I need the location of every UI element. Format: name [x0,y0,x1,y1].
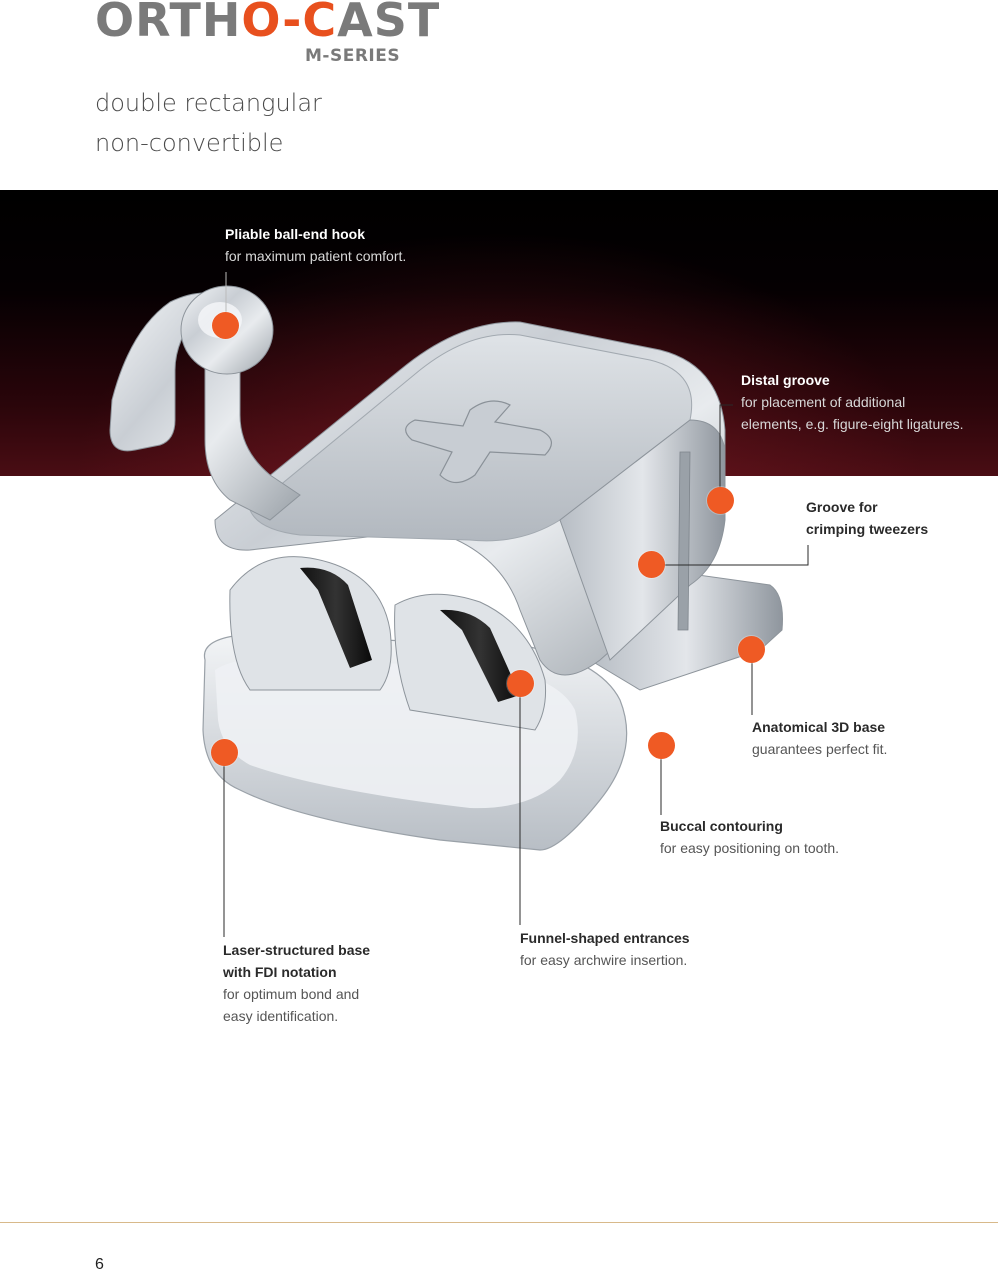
callout-buccal-desc: for easy positioning on tooth. [660,840,840,856]
callout-hook: Pliable ball-end hook for maximum patien… [225,223,406,267]
bracket-illustration [109,285,783,851]
callout-laser-base: Laser-structured base with FDI notation … [223,939,370,1027]
callout-hook-title: Pliable ball-end hook [225,226,366,242]
subtitle-line-1: double rectangular [95,89,322,117]
callout-dot-funnel [507,670,534,697]
page-number: 6 [95,1256,104,1273]
brand-logo: ORTHO-CAST M-SERIES [95,0,439,70]
callout-crimp-groove: Groove for crimping tweezers [806,496,928,540]
callout-laser-desc-1: for optimum bond and [223,986,360,1002]
callout-hook-desc: for maximum patient comfort. [225,248,407,264]
callout-buccal-title: Buccal contouring [660,818,783,834]
callout-dot-3d-base [738,636,765,663]
callout-3d-base: Anatomical 3D base guarantees perfect fi… [752,716,887,760]
callout-funnel-desc: for easy archwire insertion. [520,952,688,968]
callout-groove-title-2: crimping tweezers [806,521,929,537]
callout-dot-laser-base [211,739,238,766]
callout-distal-desc-2: elements, e.g. figure-eight ligatures. [741,416,964,432]
callout-laser-title-2: with FDI notation [223,964,337,980]
callout-distal-title: Distal groove [741,372,830,388]
callout-laser-desc-2: easy identification. [223,1008,339,1024]
callout-distal-desc-1: for placement of additional [741,394,906,410]
callout-base3d-desc: guarantees perfect fit. [752,741,888,757]
callout-funnel: Funnel-shaped entrances for easy archwir… [520,927,690,971]
logo-accent: O-C [241,0,338,47]
callout-dot-hook [212,312,239,339]
footer-rule [0,1222,998,1223]
callout-dot-crimp-groove [638,551,665,578]
logo-series: M-SERIES [305,46,401,66]
callout-distal-groove: Distal groove for placement of additiona… [741,369,964,435]
callout-buccal: Buccal contouring for easy positioning o… [660,815,839,859]
logo-wordmark: ORTHO-CAST [95,0,440,46]
callout-groove-title-1: Groove for [806,499,878,515]
callout-funnel-title: Funnel-shaped entrances [520,930,690,946]
callout-base3d-title: Anatomical 3D base [752,719,886,735]
callout-dot-buccal [648,732,675,759]
callout-dot-distal-groove [707,487,734,514]
callout-laser-title-1: Laser-structured base [223,942,371,958]
subtitle-line-2: non-convertible [95,129,284,157]
